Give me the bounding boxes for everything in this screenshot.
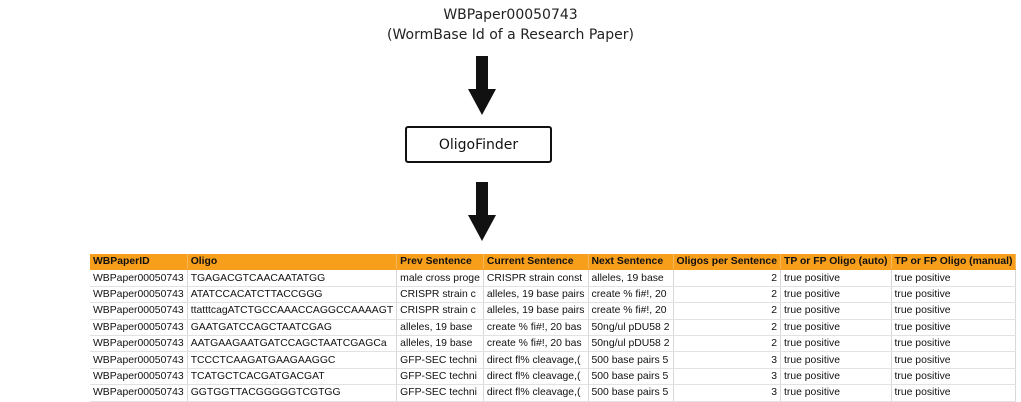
- column-header: Next Sentence: [588, 254, 674, 271]
- table-cell: true positive: [891, 384, 1017, 402]
- table-cell: CRISPR strain c: [396, 286, 484, 304]
- table-cell: true positive: [891, 368, 1017, 386]
- table-cell: true positive: [891, 286, 1017, 304]
- table-cell: WBPaper00050743: [90, 335, 188, 353]
- column-header: Oligo: [187, 254, 398, 271]
- table-cell: true positive: [780, 302, 892, 320]
- table-cell: GAATGATCCAGCTAATCGAG: [187, 319, 398, 336]
- table-cell: GFP-SEC techni: [396, 351, 484, 369]
- table-cell: WBPaper00050743: [90, 351, 188, 369]
- table-cell: WBPaper00050743: [90, 384, 188, 402]
- table-cell: true positive: [891, 302, 1017, 320]
- table-cell: WBPaper00050743: [90, 286, 188, 304]
- table-cell: direct fl% cleavage,(: [483, 351, 589, 369]
- results-table: WBPaperID Oligo Prev Sentence Current Se…: [90, 254, 1017, 402]
- column-header: Current Sentence: [483, 254, 589, 271]
- table-cell: true positive: [891, 335, 1017, 353]
- paper-id-label: WBPaper00050743: [443, 7, 578, 23]
- table-cell: WBPaper00050743: [90, 302, 188, 320]
- table-cell: ttatttcagATCTGCCAAACCAGGCCAAAAGT: [187, 302, 398, 320]
- table-cell: 2: [673, 302, 781, 320]
- column-header: Prev Sentence: [396, 254, 484, 271]
- column-header: TP or FP Oligo (auto): [780, 254, 892, 271]
- table-cell: true positive: [780, 319, 892, 336]
- table-cell: WBPaper00050743: [90, 269, 188, 287]
- table-cell: 50ng/ul pDU58 2: [588, 335, 674, 353]
- table-cell: true positive: [780, 368, 892, 386]
- table-cell: GGTGGTTACGGGGGTCGTGG: [187, 384, 398, 402]
- table-cell: direct fl% cleavage,(: [483, 384, 589, 402]
- table-cell: alleles, 19 base: [588, 269, 674, 287]
- table-cell: 2: [673, 335, 781, 353]
- table-header-row: WBPaperID Oligo Prev Sentence Current Se…: [90, 254, 1017, 271]
- table-cell: GFP-SEC techni: [396, 384, 484, 402]
- table-cell: create % fi#!, 20: [588, 302, 674, 320]
- table-cell: create % fi#!, 20 bas: [483, 335, 589, 353]
- table-cell: true positive: [780, 351, 892, 369]
- table-cell: create % fi#!, 20: [588, 286, 674, 304]
- table-cell: ATATCCACATCTTACCGGG: [187, 286, 398, 304]
- table-cell: true positive: [780, 384, 892, 402]
- table-cell: 3: [673, 368, 781, 386]
- table-cell: alleles, 19 base: [396, 335, 484, 353]
- table-cell: true positive: [891, 351, 1017, 369]
- table-cell: TCCCTCAAGATGAAGAAGGC: [187, 351, 398, 369]
- table-cell: CRISPR strain c: [396, 302, 484, 320]
- table-cell: 500 base pairs 5: [588, 368, 674, 386]
- table-cell: TCATGCTCACGATGACGAT: [187, 368, 398, 386]
- table-cell: 2: [673, 286, 781, 304]
- table-cell: 3: [673, 351, 781, 369]
- table-cell: true positive: [891, 269, 1017, 287]
- table-cell: 2: [673, 319, 781, 336]
- down-arrow-icon: [468, 182, 496, 241]
- table-cell: 50ng/ul pDU58 2: [588, 319, 674, 336]
- table-cell: WBPaper00050743: [90, 319, 188, 336]
- column-header: TP or FP Oligo (manual): [891, 254, 1017, 271]
- table-cell: true positive: [780, 286, 892, 304]
- table-cell: create % fi#!, 20 bas: [483, 319, 589, 336]
- table-cell: GFP-SEC techni: [396, 368, 484, 386]
- column-header: WBPaperID: [90, 254, 188, 271]
- table-cell: true positive: [780, 335, 892, 353]
- oligofinder-label: OligoFinder: [438, 136, 519, 153]
- table-cell: AATGAAGAATGATCCAGCTAATCGAGCa: [187, 335, 398, 353]
- paper-description-label: (WormBase Id of a Research Paper): [387, 27, 634, 43]
- down-arrow-icon: [468, 56, 496, 115]
- oligofinder-box: OligoFinder: [405, 126, 552, 163]
- table-cell: true positive: [780, 269, 892, 287]
- table-cell: true positive: [891, 319, 1017, 336]
- table-cell: 500 base pairs 5: [588, 384, 674, 402]
- table-cell: WBPaper00050743: [90, 368, 188, 386]
- table-cell: alleles, 19 base: [396, 319, 484, 336]
- table-cell: TGAGACGTCAACAATATGG: [187, 269, 398, 287]
- table-cell: 3: [673, 384, 781, 402]
- table-cell: male cross proge: [396, 269, 484, 287]
- column-header: Oligos per Sentence: [673, 254, 781, 271]
- table-cell: direct fl% cleavage,(: [483, 368, 589, 386]
- table-cell: 2: [673, 269, 781, 287]
- table-cell: 500 base pairs 5: [588, 351, 674, 369]
- table-cell: CRISPR strain const: [483, 269, 589, 287]
- table-cell: alleles, 19 base pairs: [483, 302, 589, 320]
- table-cell: alleles, 19 base pairs: [483, 286, 589, 304]
